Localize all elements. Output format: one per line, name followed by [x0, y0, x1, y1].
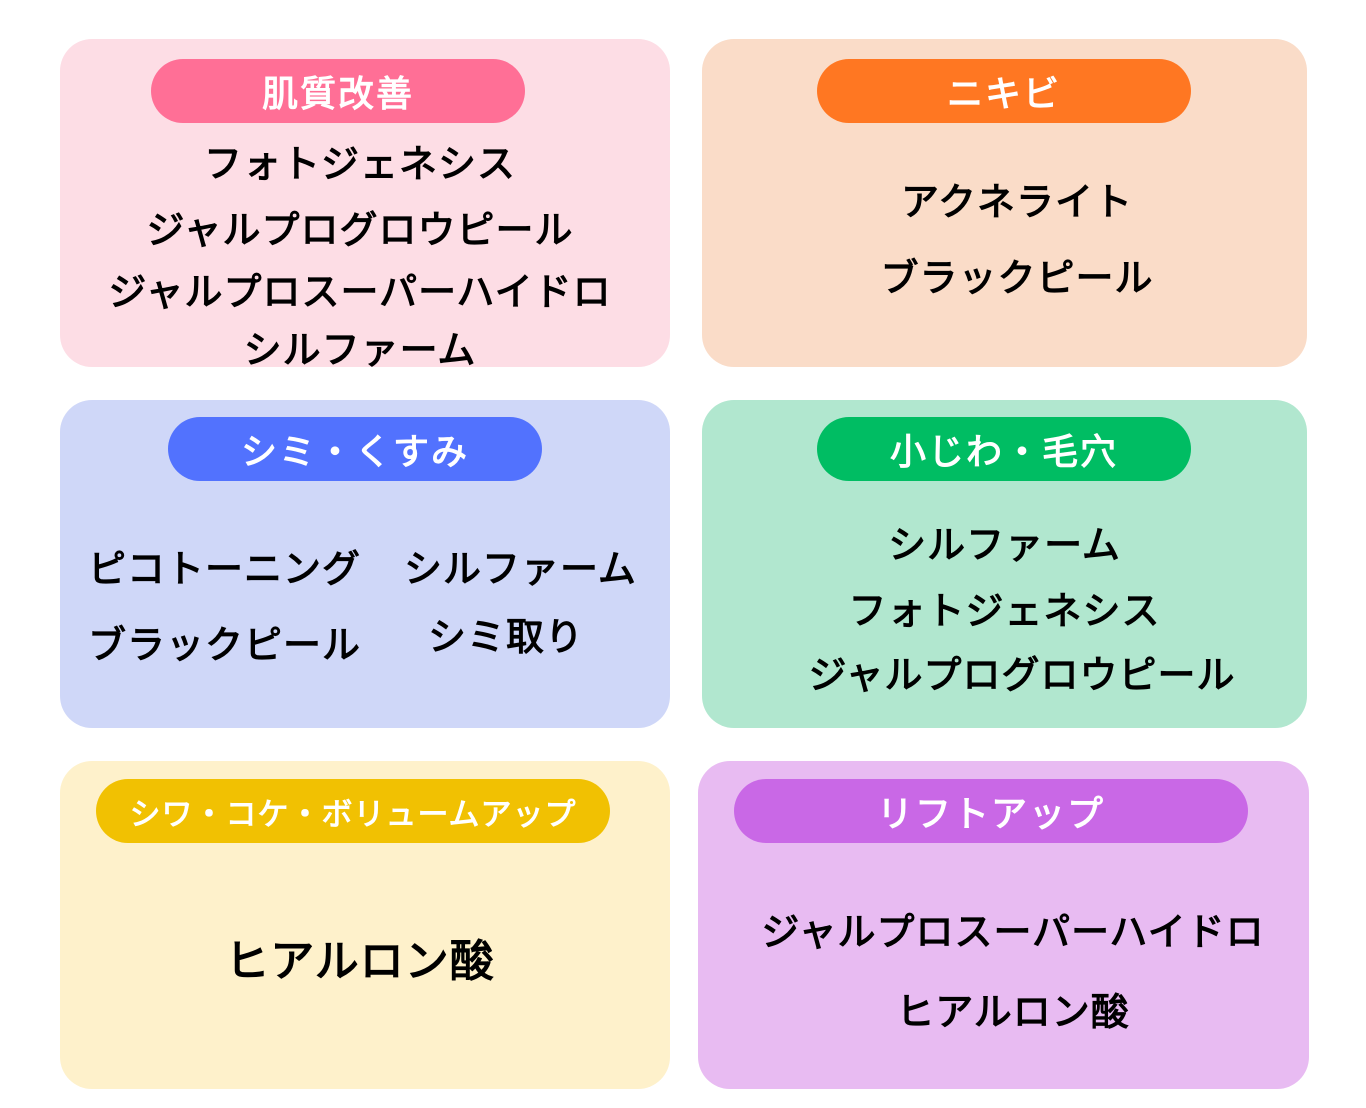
treatment-item: ジャルプログロウピール [146, 208, 574, 252]
card-fine-lines-pores: 小じわ・毛穴 シルファーム フォトジェネシス ジャルプログロウピール [702, 400, 1307, 728]
category-badge-acne: ニキビ [817, 59, 1191, 123]
treatment-item: シルファーム [888, 523, 1121, 567]
treatment-item: アクネライト [900, 180, 1134, 224]
treatment-item: ヒアルロン酸 [896, 990, 1130, 1034]
treatment-item: ブラックピール [88, 623, 362, 667]
treatment-item: ジャルプログロウピール [808, 653, 1236, 697]
category-badge-lift-up: リフトアップ [734, 779, 1248, 843]
treatment-item: ピコトーニング [88, 547, 362, 591]
treatment-item: ジャルプロスーパーハイドロ [108, 270, 612, 314]
treatment-item: シミ取り [428, 615, 585, 659]
card-lift-up: リフトアップ ジャルプロスーパーハイドロ ヒアルロン酸 [698, 761, 1309, 1089]
category-badge-spots-dullness: シミ・くすみ [168, 417, 542, 481]
card-acne: ニキビ アクネライト ブラックピール [702, 39, 1307, 367]
card-skin-quality: 肌質改善 フォトジェネシス ジャルプログロウピール ジャルプロスーパーハイドロ … [60, 39, 670, 372]
category-badge-fine-lines-pores: 小じわ・毛穴 [817, 417, 1191, 481]
card-wrinkles-volume: シワ・コケ・ボリュームアップ ヒアルロン酸 [60, 761, 670, 1089]
treatment-item: ヒアルロン酸 [225, 936, 495, 987]
card-spots-dullness: シミ・くすみ ピコトーニング シルファーム ブラックピール シミ取り [60, 400, 670, 728]
treatment-item: シルファーム [243, 328, 477, 372]
treatment-item: シルファーム [404, 547, 637, 591]
treatment-item: ジャルプロスーパーハイドロ [761, 910, 1265, 954]
treatment-item: フォトジェネシス [848, 589, 1161, 633]
treatment-item: ブラックピール [880, 256, 1154, 300]
category-badge-wrinkles-volume: シワ・コケ・ボリュームアップ [96, 779, 610, 843]
category-badge-skin-quality: 肌質改善 [151, 59, 525, 123]
treatment-item: フォトジェネシス [203, 142, 516, 186]
